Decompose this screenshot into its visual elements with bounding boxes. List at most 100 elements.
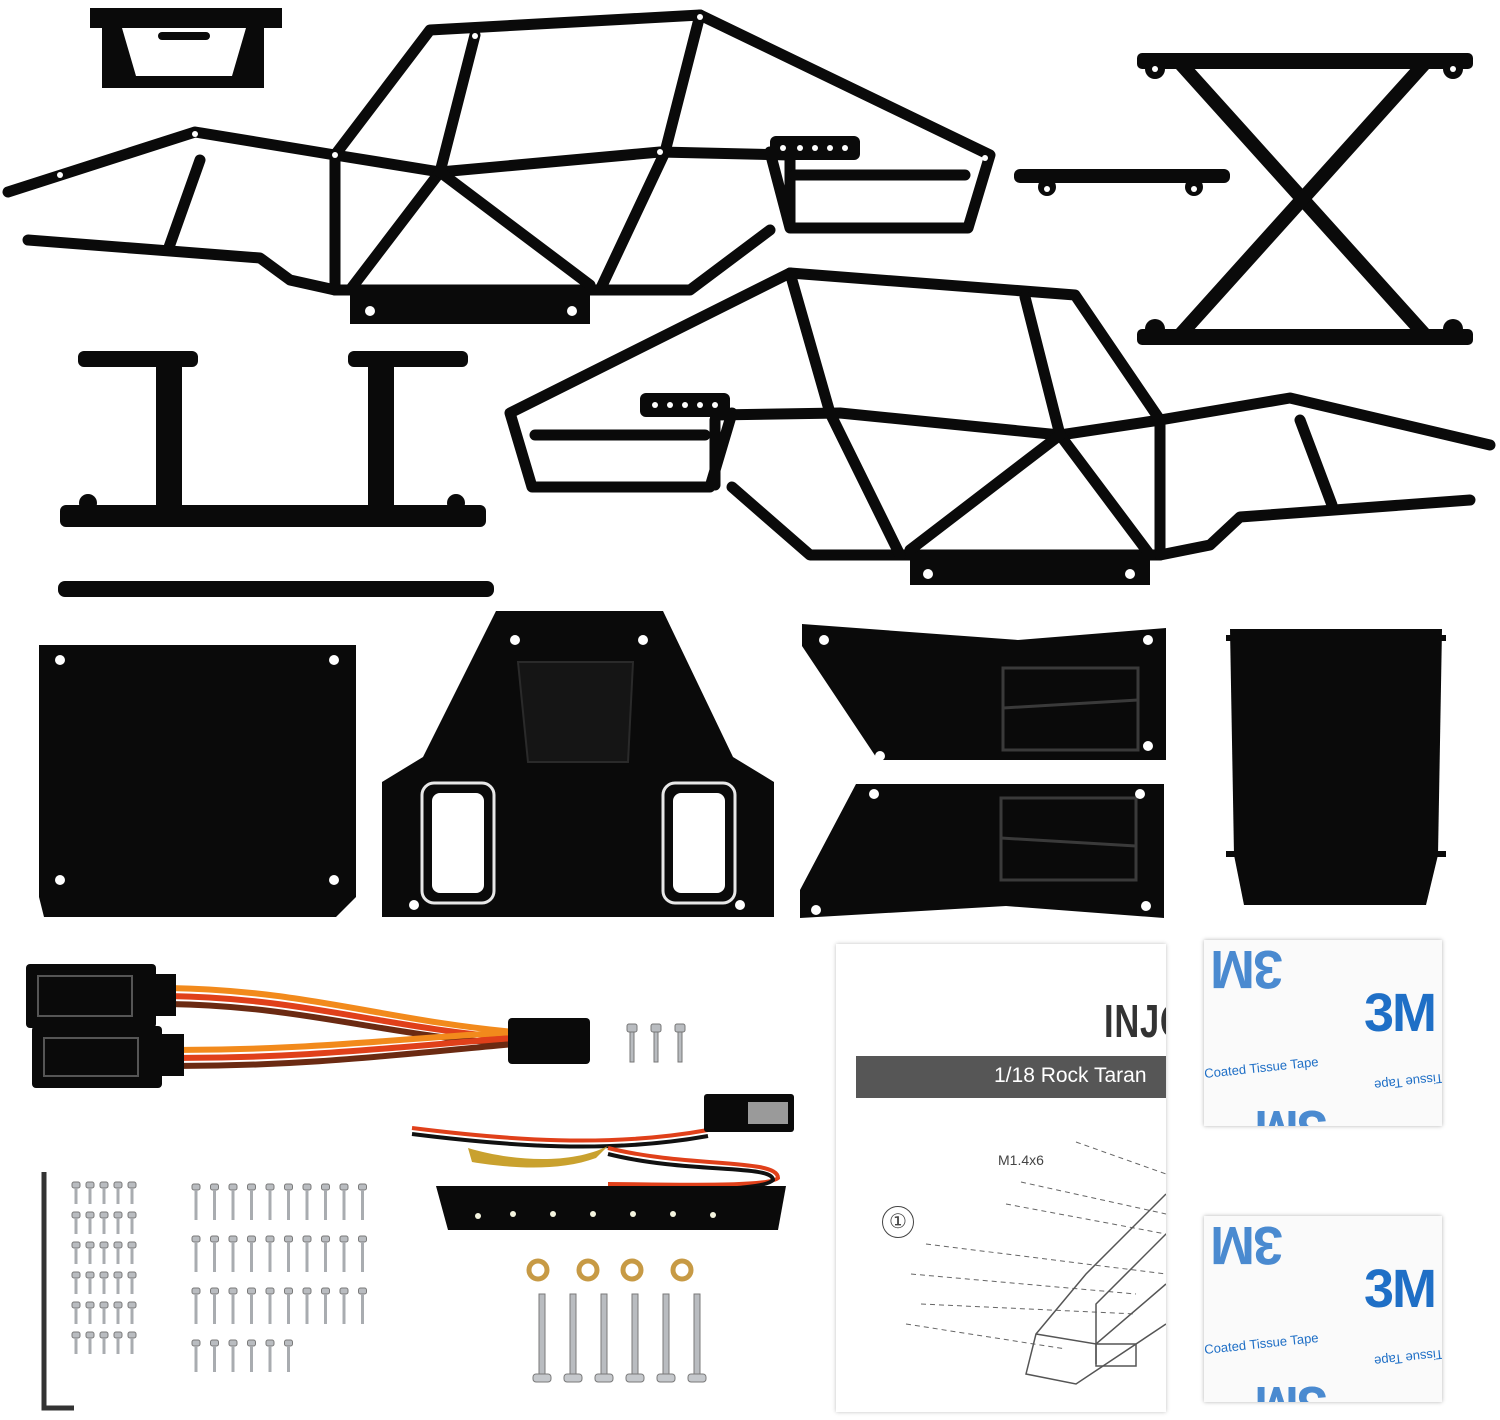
screw	[247, 1287, 256, 1324]
screw	[210, 1235, 219, 1272]
screw	[210, 1183, 219, 1220]
screw-size-label: M1.4x6	[998, 1152, 1044, 1168]
bolt	[532, 1293, 552, 1383]
front-hood-panel	[382, 611, 774, 917]
screw	[99, 1331, 109, 1354]
screw	[85, 1211, 95, 1234]
screw	[265, 1339, 275, 1372]
side-panel-upper	[802, 624, 1166, 761]
screw	[210, 1339, 219, 1372]
screw	[85, 1301, 95, 1324]
screw	[71, 1241, 81, 1264]
rear-flat-panel	[39, 645, 356, 917]
screw	[127, 1331, 137, 1354]
screw	[71, 1301, 81, 1324]
long-side-rail	[58, 581, 494, 597]
screw	[265, 1235, 275, 1272]
tape-logo-flipped: 3M	[1212, 940, 1284, 999]
screw	[265, 1183, 275, 1220]
screw	[284, 1235, 293, 1272]
manual-title-band: 1/18 Rock Taran	[856, 1056, 1166, 1098]
screw-grid-left	[71, 1181, 137, 1354]
battery-cover-panel	[1226, 629, 1446, 905]
tape-text: Coated Tissue Tape	[1204, 1330, 1320, 1357]
screw	[321, 1235, 330, 1272]
tape-text-flipped: Coated Tissue Tape	[1373, 1066, 1442, 1093]
led-light-bar	[411, 1094, 794, 1230]
screw	[71, 1271, 81, 1294]
bolt	[656, 1293, 676, 1383]
screw	[85, 1331, 95, 1354]
assembly-drawing	[905, 1141, 1166, 1385]
tape-logo: 3M	[1364, 983, 1437, 1043]
screw	[247, 1235, 256, 1272]
screw	[228, 1235, 238, 1272]
screw	[339, 1183, 349, 1220]
screw	[99, 1241, 109, 1264]
step-number: ①	[882, 1206, 914, 1238]
screw	[99, 1211, 109, 1234]
screw	[210, 1287, 219, 1324]
tape-logo-flipped: 3M	[1212, 1216, 1284, 1275]
screw	[99, 1301, 109, 1324]
screw	[191, 1235, 201, 1272]
screw	[191, 1287, 201, 1324]
x-cross-brace	[1137, 53, 1473, 345]
screw	[113, 1271, 123, 1294]
adhesive-tape-pad-bottom: 3M 3M Coated Tissue Tape Coated Tissue T…	[1204, 1216, 1442, 1402]
brass-washers	[526, 1258, 694, 1282]
screw	[247, 1339, 256, 1372]
manual-brand: INJO	[1104, 995, 1166, 1047]
screw	[358, 1183, 367, 1220]
tape-logo-bottom: 3M	[1256, 1374, 1327, 1402]
short-crossbar	[1014, 169, 1230, 196]
chassis-frame-right-side	[504, 267, 1496, 585]
screw	[228, 1339, 238, 1372]
screw	[191, 1183, 201, 1220]
screw	[302, 1235, 312, 1272]
screw	[339, 1287, 349, 1324]
screw	[113, 1211, 123, 1234]
screw	[228, 1183, 238, 1220]
screw	[127, 1181, 137, 1204]
screw-grid-middle	[191, 1183, 367, 1372]
screw	[99, 1271, 109, 1294]
servo-mount-bracket	[90, 8, 282, 88]
screw	[191, 1339, 201, 1372]
tape-text-flipped: Coated Tissue Tape	[1373, 1342, 1442, 1369]
small-screws-three	[626, 1023, 686, 1063]
screw	[113, 1241, 123, 1264]
bolt	[687, 1293, 707, 1383]
bolt	[594, 1293, 614, 1383]
tape-logo: 3M	[1364, 1259, 1437, 1319]
allen-key-wrench	[41, 1172, 74, 1411]
tape-logo-bottom: 3M	[1256, 1098, 1327, 1126]
screw	[85, 1241, 95, 1264]
screw	[71, 1211, 81, 1234]
screw	[113, 1301, 123, 1324]
screw	[113, 1331, 123, 1354]
chassis-frame-left-side	[2, 9, 996, 324]
screw	[302, 1287, 312, 1324]
screw	[339, 1235, 349, 1272]
screw	[321, 1287, 330, 1324]
side-panel-lower	[800, 784, 1164, 918]
screw	[284, 1287, 293, 1324]
screw	[228, 1287, 238, 1324]
tape-text: Coated Tissue Tape	[1204, 1054, 1320, 1081]
screw	[127, 1301, 137, 1324]
screw	[127, 1211, 137, 1234]
screw	[127, 1271, 137, 1294]
y-splitter-cable	[26, 964, 590, 1088]
screw	[99, 1181, 109, 1204]
screw	[265, 1287, 275, 1324]
screw	[358, 1235, 367, 1272]
bolt	[625, 1293, 645, 1383]
manual-model: 1/18 Rock Taran	[994, 1064, 1147, 1087]
screw	[113, 1181, 123, 1204]
screw	[284, 1183, 293, 1220]
screw	[284, 1339, 293, 1372]
screw	[321, 1183, 330, 1220]
screw	[71, 1181, 81, 1204]
screw	[85, 1271, 95, 1294]
